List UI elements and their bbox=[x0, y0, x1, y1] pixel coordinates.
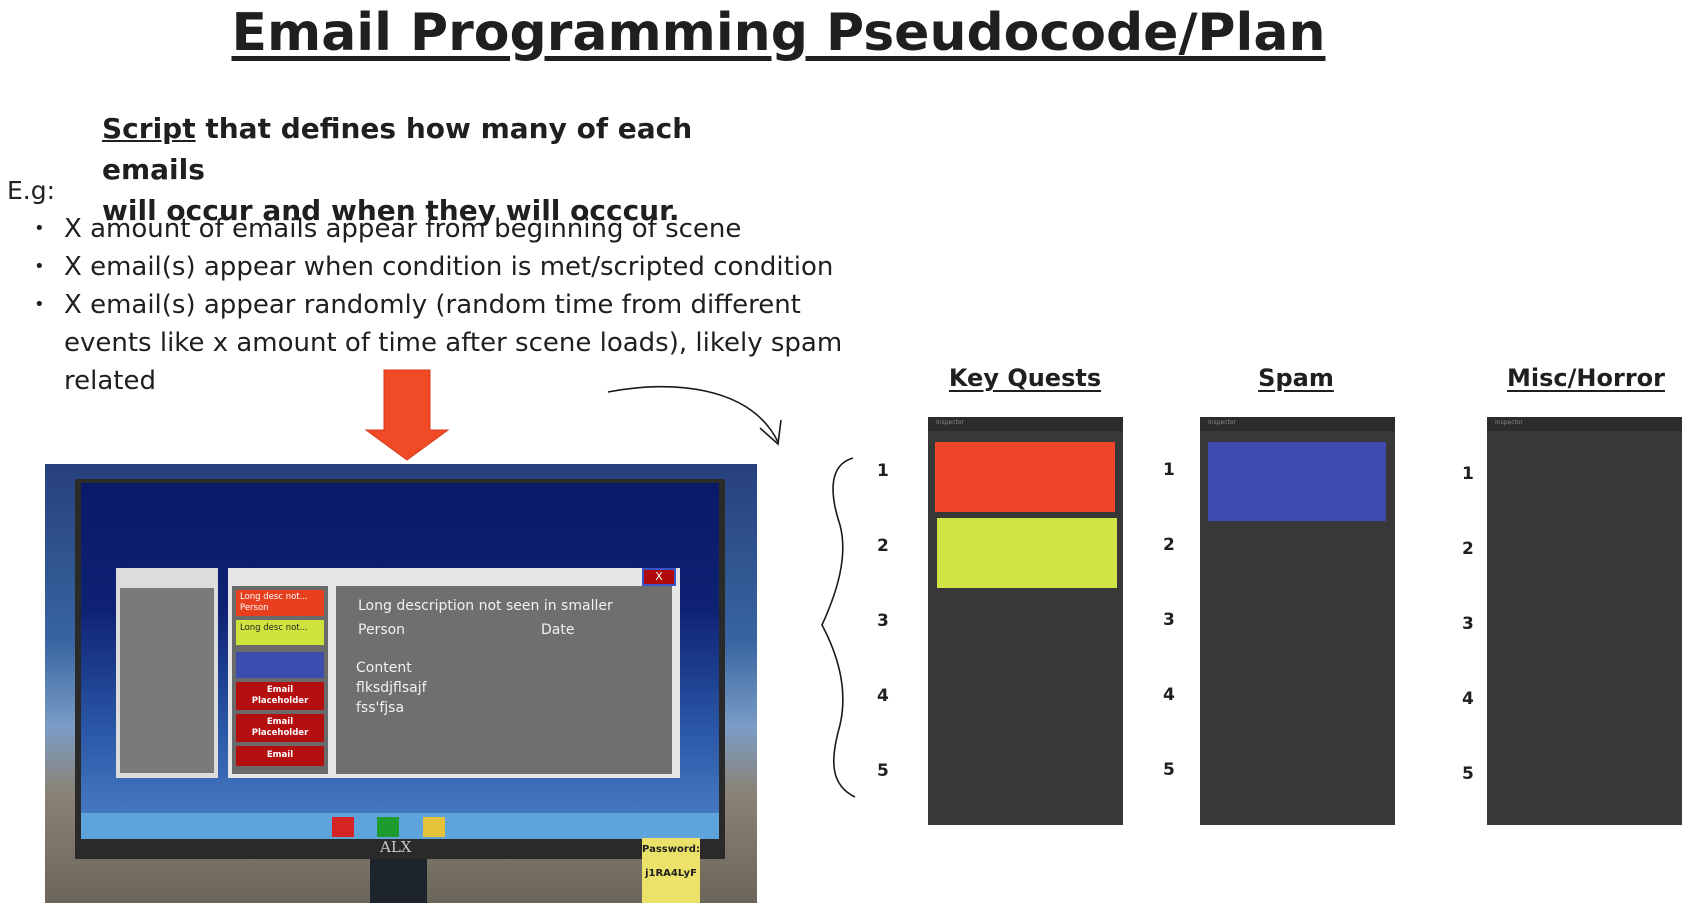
slot-number: 2 bbox=[1462, 539, 1474, 559]
email-content-line: fss'fjsa bbox=[356, 700, 405, 716]
email-date: Date bbox=[541, 622, 575, 638]
curved-arrow-icon bbox=[607, 385, 782, 446]
slot-number: 3 bbox=[1163, 610, 1175, 630]
taskbar-app-icon[interactable] bbox=[332, 817, 354, 837]
email-slot-block bbox=[937, 518, 1117, 588]
password-note: Password: j1RA4LyF bbox=[642, 838, 700, 903]
column-title-key-quests: Key Quests bbox=[948, 364, 1102, 392]
email-person: Person bbox=[358, 622, 406, 638]
script-heading-rest: that defines how many of each emails bbox=[102, 112, 693, 186]
slot-number: 4 bbox=[1163, 685, 1175, 705]
slot-number: 1 bbox=[877, 461, 889, 481]
slot-number: 5 bbox=[877, 761, 889, 781]
password-value: j1RA4LyF bbox=[645, 868, 697, 879]
slot-number: 3 bbox=[1462, 614, 1474, 634]
monitor-screen: X Long desc not... Person Long desc not.… bbox=[81, 483, 719, 839]
email-list-item[interactable]: Email bbox=[236, 746, 324, 766]
bullet-item: X email(s) appear when condition is met/… bbox=[30, 248, 870, 286]
bullet-item: X amount of emails appear from beginning… bbox=[30, 210, 870, 248]
column-title-spam: Spam bbox=[1258, 364, 1334, 392]
left-panel bbox=[116, 568, 218, 778]
email-list-item[interactable] bbox=[236, 652, 324, 678]
down-arrow-icon bbox=[364, 369, 450, 461]
email-window: X Long desc not... Person Long desc not.… bbox=[228, 568, 680, 778]
spam-panel: Inspector bbox=[1200, 417, 1395, 825]
slot-number: 4 bbox=[1462, 689, 1474, 709]
slot-number: 3 bbox=[877, 611, 889, 631]
taskbar-app-icon[interactable] bbox=[377, 817, 399, 837]
slot-number: 2 bbox=[877, 536, 889, 556]
misc-horror-panel: Inspector bbox=[1487, 417, 1682, 825]
key-quests-panel: Inspector bbox=[928, 417, 1123, 825]
email-list: Long desc not... Person Long desc not...… bbox=[232, 586, 328, 774]
email-list-item[interactable]: Long desc not... Person bbox=[236, 590, 324, 616]
panel-bar-label: Inspector bbox=[1495, 419, 1523, 426]
close-button[interactable]: X bbox=[642, 568, 676, 586]
slot-number: 5 bbox=[1163, 760, 1175, 780]
bullet-list: X amount of emails appear from beginning… bbox=[30, 210, 870, 400]
column-title-misc-horror: Misc/Horror bbox=[1507, 364, 1665, 392]
eg-label: E.g: bbox=[7, 176, 56, 205]
page-title: Email Programming Pseudocode/Plan bbox=[231, 3, 1326, 63]
email-list-item[interactable]: Email Placeholder bbox=[236, 682, 324, 710]
panel-bar-label: Inspector bbox=[936, 419, 964, 426]
curly-brace-icon bbox=[821, 457, 856, 798]
monitor-mockup: X Long desc not... Person Long desc not.… bbox=[45, 464, 757, 903]
panel-bar-label: Inspector bbox=[1208, 419, 1236, 426]
email-slot-block bbox=[935, 442, 1115, 512]
script-keyword: Script bbox=[102, 112, 196, 145]
email-list-item[interactable]: Long desc not... bbox=[236, 620, 324, 645]
monitor-frame: X Long desc not... Person Long desc not.… bbox=[75, 479, 725, 859]
password-label: Password: bbox=[642, 844, 700, 855]
email-detail: Long description not seen in smaller Per… bbox=[336, 586, 672, 774]
monitor-brand: ALX bbox=[380, 838, 412, 856]
email-content-line: flksdjflsajf bbox=[356, 680, 427, 696]
slot-number: 5 bbox=[1462, 764, 1474, 784]
monitor-stand bbox=[370, 859, 427, 903]
slot-number: 1 bbox=[1462, 464, 1474, 484]
email-list-item[interactable]: Email Placeholder bbox=[236, 714, 324, 742]
slot-number: 4 bbox=[877, 686, 889, 706]
slot-number: 2 bbox=[1163, 535, 1175, 555]
email-content-label: Content bbox=[356, 660, 412, 676]
bullet-item: X email(s) appear randomly (random time … bbox=[30, 286, 870, 400]
taskbar bbox=[81, 813, 719, 839]
email-slot-block bbox=[1208, 442, 1386, 521]
taskbar-app-icon[interactable] bbox=[423, 817, 445, 837]
slot-number: 1 bbox=[1163, 460, 1175, 480]
email-description: Long description not seen in smaller bbox=[358, 598, 613, 614]
